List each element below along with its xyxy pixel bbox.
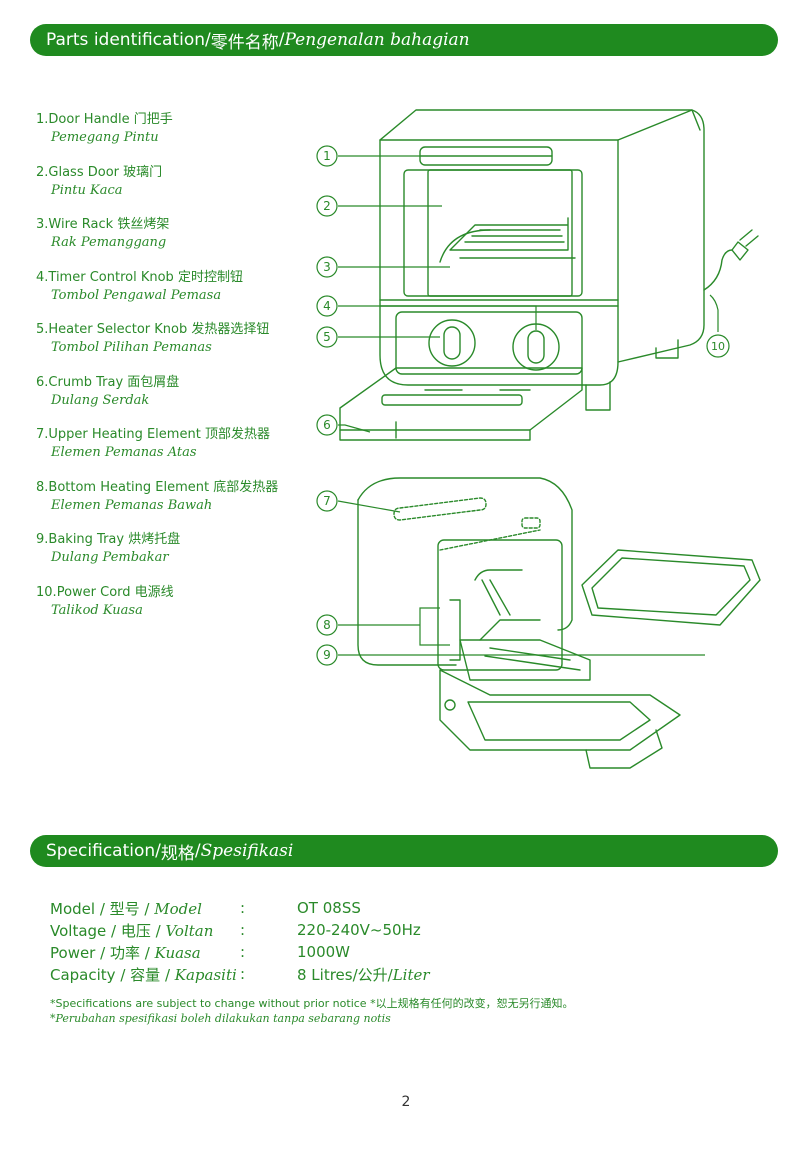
header-zh: 零件名称: [210, 32, 279, 53]
callout-label-1: 1: [323, 149, 331, 163]
oven-top: [379, 109, 701, 141]
open-door: [439, 669, 681, 751]
callout-4: [316, 295, 338, 317]
callout-label-3: 3: [323, 260, 331, 274]
control-panel: [395, 311, 583, 375]
wire-rack: [449, 217, 569, 251]
spec-note-en-zh: *Specifications are subject to change wi…: [50, 997, 574, 1010]
oven-side: [617, 109, 705, 363]
spec-header-zh: 规格: [160, 843, 195, 864]
specification-header: Specification / 规格 / Spesifikasi: [30, 835, 778, 867]
spec-row-voltage: Voltage / 电压 / Voltan : 220-240V~50Hz: [50, 921, 421, 940]
spec-row-model: Model / 型号 / Model : OT 08SS: [50, 899, 361, 918]
timer-knob: [428, 319, 476, 367]
header-ms: Pengenalan bahagian: [284, 30, 470, 50]
callout-10: [706, 334, 730, 358]
callout-label-7: 7: [323, 494, 331, 508]
spec-value: 1000W: [297, 943, 351, 961]
spec-value: OT 08SS: [297, 899, 361, 917]
bottom-heating-element: [449, 599, 461, 661]
glass-door: [403, 169, 583, 297]
spec-value: 220-240V~50Hz: [297, 921, 421, 939]
spec-header-en: Specification: [46, 841, 156, 861]
callout-label-6: 6: [323, 418, 331, 432]
callout-label-5: 5: [323, 330, 331, 344]
header-en: Parts identification: [46, 30, 205, 50]
callout-label-9: 9: [323, 648, 331, 662]
baking-tray: [581, 549, 761, 626]
oven-diagram: 1 2 3 4 5 6 7 8 9 10: [316, 109, 761, 769]
callout-9: [316, 644, 338, 666]
open-oven-cavity: [437, 539, 563, 671]
callout-8: [316, 614, 338, 636]
spec-value: 8 Litres/公升/Liter: [297, 965, 430, 984]
spec-row-power: Power / 功率 / Kuasa : 1000W: [50, 943, 351, 962]
power-cord: [703, 249, 733, 291]
spec-header-ms: Spesifikasi: [200, 841, 294, 861]
callout-5: [316, 326, 338, 348]
callout-6: [316, 414, 338, 436]
callout-label-10: 10: [711, 340, 725, 353]
callout-2: [316, 195, 338, 217]
callout-label-8: 8: [323, 618, 331, 632]
spec-table: Model / 型号 / Model : OT 08SS Voltage / 电…: [50, 897, 430, 985]
callout-1: [316, 145, 338, 167]
oven-front-body: [379, 139, 619, 386]
callout-7: [316, 490, 338, 512]
page-number: 2: [401, 1094, 411, 1110]
callout-label-4: 4: [323, 299, 331, 313]
crumb-tray: [339, 367, 583, 431]
callout-3: [316, 256, 338, 278]
callout-label-2: 2: [323, 199, 331, 213]
open-oven-body: [357, 477, 573, 631]
spec-row-capacity: Capacity / 容量 / Kapasiti : 8 Litres/公升/L…: [50, 965, 430, 984]
upper-heating-element: [393, 497, 487, 521]
spec-note-ms: *Perubahan spesifikasi boleh dilakukan t…: [50, 1012, 391, 1025]
parts-identification-header: Parts identification / 零件名称 / Pengenalan…: [30, 24, 778, 56]
